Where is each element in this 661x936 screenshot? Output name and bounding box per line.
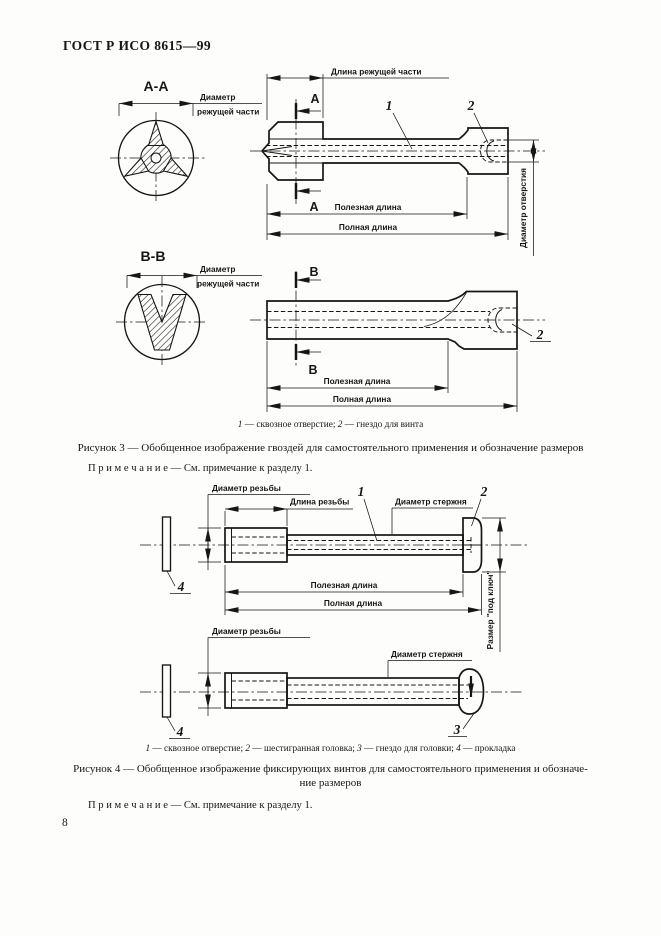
dim-label-thread-diameter: Диаметр резьбы xyxy=(212,626,281,636)
dim-label-cutting-diameter: Диаметр xyxy=(200,264,235,274)
ref-2-hex-head: 2 xyxy=(480,484,488,499)
ref-1-through-hole: 1 xyxy=(386,98,393,113)
section-mark-b: В xyxy=(309,265,318,279)
dim-label-full-length: Полная длина xyxy=(333,394,392,404)
legend-ref-number: 3 xyxy=(357,744,362,754)
section-mark-b: В xyxy=(308,363,317,377)
figure3-note: П р и м е ч а н и е — См. примечание к р… xyxy=(88,463,313,474)
section-mark-a: А xyxy=(310,92,319,106)
ref-3-head-socket: 3 xyxy=(453,722,461,737)
ref-2-screw-socket: 2 xyxy=(536,327,544,342)
dim-label-useful-length: Полезная длина xyxy=(324,376,391,386)
dim-label-rod-diameter: Диаметр стержня xyxy=(395,497,467,507)
fig3-nail-side-view-2: В В 2 Полезная длина Полная длина xyxy=(250,265,551,412)
figure4-note: П р и м е ч а н и е — См. примечание к р… xyxy=(88,800,313,811)
screw-shank xyxy=(286,677,460,706)
nail-outline xyxy=(266,290,518,350)
ref-2-screw-socket: 2 xyxy=(467,98,475,113)
nail-outline xyxy=(260,121,509,181)
legend-ref-number: 2 xyxy=(245,744,251,754)
dim-label-cutting-diameter: режущей части xyxy=(197,107,259,117)
washer xyxy=(161,664,172,718)
legend-text: — прокладка xyxy=(460,744,516,754)
section-aa-title: А-А xyxy=(144,78,169,94)
cutter-fin xyxy=(147,119,165,147)
fig4-screw-bottom-view: 4 3 Диаметр резьбы Диаметр стержня xyxy=(140,626,522,739)
cutter-wedge xyxy=(137,293,187,351)
dim-label-cutting-diameter: режущей части xyxy=(197,279,259,289)
ref-4-washer: 4 xyxy=(177,579,185,594)
cutter-fin xyxy=(162,157,189,178)
round-head xyxy=(458,668,485,715)
page-number: 8 xyxy=(62,817,68,829)
ref-4-washer: 4 xyxy=(176,724,184,739)
dim-label-thread-diameter: Диаметр резьбы xyxy=(212,483,281,493)
figure4-caption-line2: ние размеров xyxy=(299,777,362,789)
legend-ref-number: 2 xyxy=(337,420,343,430)
fig3-nail-side-view: Длина режущей части А А 1 2 Полезная дли… xyxy=(250,67,545,256)
legend-text: — гнездо для винта xyxy=(342,420,424,430)
figure4-caption-line1: Рисунок 4 — Обобщенное изображение фикси… xyxy=(73,763,588,775)
ref-1-through-hole: 1 xyxy=(358,484,365,499)
fig3-section-bb: В-В Диаметр режущей части xyxy=(116,248,262,368)
section-bb-title: В-В xyxy=(141,248,166,264)
dim-label-wrench-size: Размер "под ключ" xyxy=(485,571,495,650)
figure4-legend: 1 — сквозное отверстие; 2 — шестигранная… xyxy=(0,744,661,754)
dim-label-cutting-length: Длина режущей части xyxy=(331,67,422,77)
legend-text: — сквозное отверстие; xyxy=(242,420,338,430)
dim-label-cutting-diameter: Диаметр xyxy=(200,92,235,102)
dim-label-useful-length: Полезная длина xyxy=(335,202,402,212)
fig3-section-aa: А-А Диаметр режущей части xyxy=(110,78,262,204)
dim-label-hole-diameter: Диаметр отверстия xyxy=(518,168,528,248)
legend-ref-number: 4 xyxy=(456,744,461,754)
dim-label-full-length: Полная длина xyxy=(324,598,383,608)
threaded-section xyxy=(224,672,288,709)
document-header: ГОСТ Р ИСО 8615—99 xyxy=(63,38,211,53)
legend-text: — гнездо для головки; xyxy=(361,744,457,754)
legend-ref-number: 1 xyxy=(237,420,243,430)
dim-label-thread-length: Длина резьбы xyxy=(290,497,349,507)
legend-ref-number: 1 xyxy=(145,744,151,754)
cutter-fin xyxy=(123,157,150,178)
legend-text: — шестигранная головка; xyxy=(250,744,358,754)
dim-label-rod-diameter: Диаметр стержня xyxy=(391,649,463,659)
section-mark-a: А xyxy=(309,200,318,214)
legend-text: — сквозное отверстие; xyxy=(150,744,246,754)
fig4-screw-top-view: 4 Диаметр резьбы Длина резьбы 1 2 Диамет… xyxy=(140,483,528,652)
washer xyxy=(161,516,172,572)
figure3-caption: Рисунок 3 — Обобщенное изображение гвозд… xyxy=(77,442,584,454)
figure3-legend: 1 — сквозное отверстие; 2 — гнездо для в… xyxy=(0,420,661,430)
dim-label-full-length: Полная длина xyxy=(339,222,398,232)
dim-label-useful-length: Полезная длина xyxy=(311,580,378,590)
hex-head xyxy=(462,517,483,573)
screw-socket xyxy=(487,307,517,333)
